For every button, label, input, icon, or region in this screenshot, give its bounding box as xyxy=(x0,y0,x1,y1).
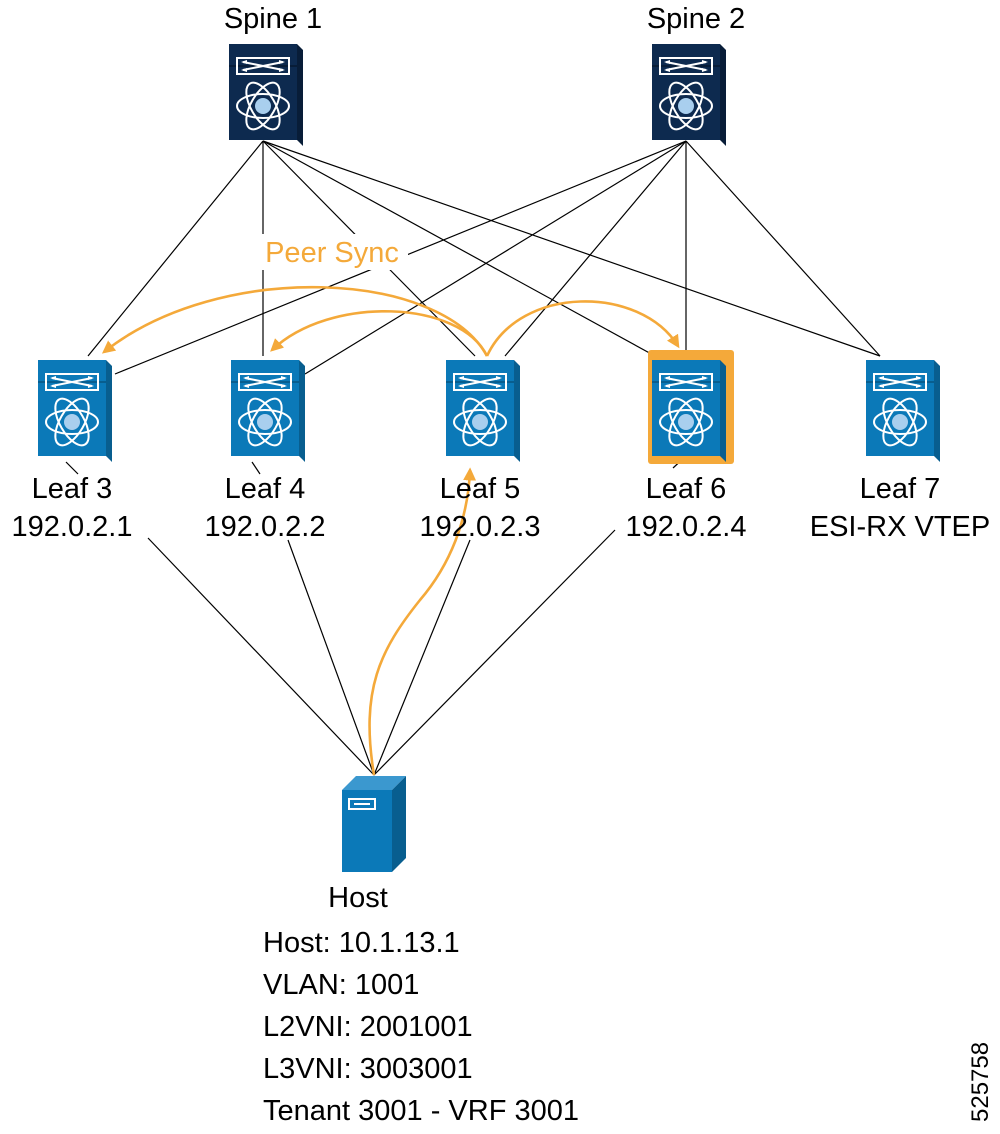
spine2-name: Spine 2 xyxy=(647,3,745,35)
spine1-name: Spine 1 xyxy=(224,3,322,35)
fabric-link-spine1-leaf3 xyxy=(87,140,264,357)
leaf3-detail: 192.0.2.1 xyxy=(12,511,133,543)
host-link-leaf4 xyxy=(287,539,375,776)
host-flow-host-to-leaf5 xyxy=(368,467,477,776)
leaf7-name: Leaf 7 xyxy=(860,473,941,505)
leaf4-name: Leaf 4 xyxy=(225,473,306,505)
host-l3vni: L3VNI: 3003001 xyxy=(263,1053,473,1085)
host-details: Host Host: 10.1.13.1 VLAN: 1001 L2VNI: 2… xyxy=(263,882,579,1127)
traffic-flows xyxy=(101,285,680,776)
host-link-leaf6 xyxy=(373,529,616,776)
leaf3-node: Leaf 3 192.0.2.1 xyxy=(12,360,133,543)
peer-sync-label: Peer Sync xyxy=(265,237,399,269)
peer-sync-label-backdrop xyxy=(258,234,408,270)
leaf7-node: Leaf 7 ESI-RX VTEP xyxy=(810,360,991,543)
spine1-node: Spine 1 xyxy=(224,3,322,146)
leaf5-node: Leaf 5 192.0.2.3 xyxy=(420,360,541,543)
spine2-node: Spine 2 xyxy=(647,3,745,146)
leaf-label-tick xyxy=(251,461,261,475)
fabric-link-spine1-leaf7 xyxy=(262,140,881,357)
leaf6-name: Leaf 6 xyxy=(646,473,727,505)
host-l2vni: L2VNI: 2001001 xyxy=(263,1011,473,1043)
host-title: Host xyxy=(328,882,388,914)
host-address: Host: 10.1.13.1 xyxy=(263,927,460,959)
server-icon xyxy=(342,776,406,872)
leaf6-detail: 192.0.2.4 xyxy=(626,511,747,543)
nodes: Spine 1 Spine 2 Leaf 3 192.0.2.1 Leaf 4 192.0… xyxy=(12,3,991,872)
leaf7-detail: ESI-RX VTEP xyxy=(810,511,991,543)
leaf6-node: Leaf 6 192.0.2.4 xyxy=(626,350,747,543)
host-link-leaf5 xyxy=(373,539,471,776)
nexus-spine-switch-icon xyxy=(652,44,726,146)
host-link-leaf3 xyxy=(147,537,375,776)
leaf3-name: Leaf 3 xyxy=(32,473,113,505)
peer-sync-flow-leaf5-to-leaf6 xyxy=(485,300,680,357)
peer-sync-flow-leaf5-to-leaf3 xyxy=(101,285,489,357)
leaf4-node: Leaf 4 192.0.2.2 xyxy=(205,360,326,543)
fabric-link-spine2-leaf5 xyxy=(504,140,687,357)
nexus-leaf-switch-icon xyxy=(446,360,520,462)
leaf5-name: Leaf 5 xyxy=(440,473,521,505)
host-tenant-vrf: Tenant 3001 - VRF 3001 xyxy=(263,1095,579,1127)
fabric-links xyxy=(65,140,881,776)
leaf4-detail: 192.0.2.2 xyxy=(205,511,326,543)
nexus-leaf-switch-icon xyxy=(38,360,112,462)
nexus-leaf-switch-icon xyxy=(866,360,940,462)
fabric-link-spine2-leaf7 xyxy=(685,140,881,357)
figure-id: 525758 xyxy=(967,1042,994,1122)
fabric-link-spine2-leaf4 xyxy=(304,140,687,375)
peer-sync-flow-leaf5-to-leaf4 xyxy=(270,309,489,357)
nexus-leaf-switch-icon xyxy=(231,360,305,462)
host-vlan: VLAN: 1001 xyxy=(263,969,419,1001)
leaf5-detail: 192.0.2.3 xyxy=(420,511,541,543)
nexus-spine-switch-icon xyxy=(229,44,303,146)
nexus-leaf-switch-icon xyxy=(652,360,726,462)
leaf-label-tick xyxy=(65,461,79,475)
fabric-link-spine1-leaf6 xyxy=(262,140,656,357)
